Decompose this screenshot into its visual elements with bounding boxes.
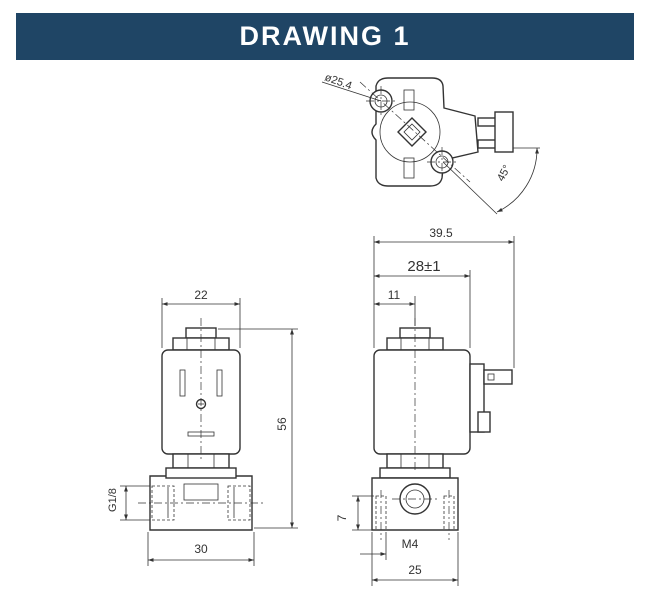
top-angle-label: 45°	[495, 163, 513, 183]
mount-thread-label: M4	[402, 537, 419, 551]
port-thread-label: G1/8	[107, 488, 119, 512]
title-banner: DRAWING 1	[16, 13, 634, 60]
height-label: 56	[275, 417, 289, 431]
coil-width-label: 22	[194, 288, 208, 302]
front-view	[120, 298, 298, 566]
drawing-title: DRAWING 1	[239, 21, 411, 51]
top-view	[321, 77, 540, 215]
top-diameter-label: ø25.4	[323, 72, 354, 93]
overall-depth-label: 39.5	[429, 226, 453, 240]
offset-label: 11	[388, 288, 401, 302]
base-width-label: 30	[194, 542, 208, 556]
side-view	[352, 236, 515, 586]
coil-depth-label: 28±1	[407, 258, 440, 275]
mount-height-label: 7	[335, 514, 349, 521]
side-base-width-label: 25	[408, 563, 422, 577]
